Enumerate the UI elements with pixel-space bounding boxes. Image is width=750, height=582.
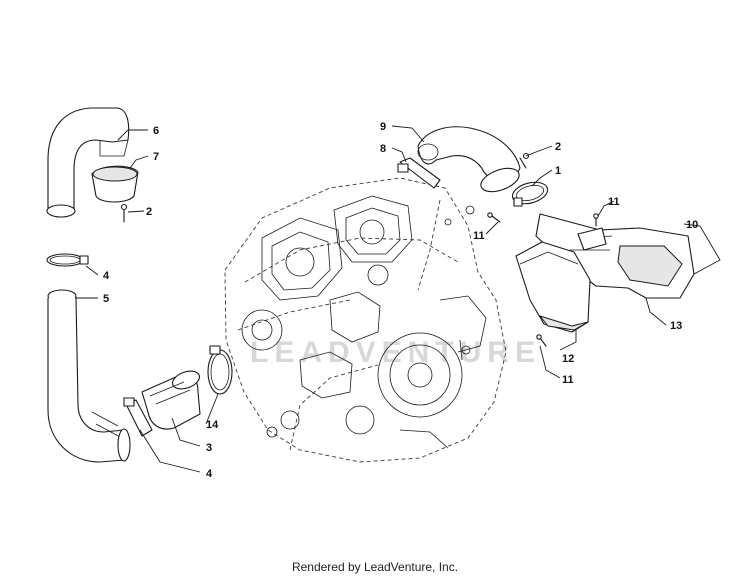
callout-8: 8 (380, 143, 386, 155)
part-1-clamp (511, 181, 549, 207)
render-credit: Rendered by LeadVenture, Inc. (291, 560, 459, 574)
callout-11-right: 11 (608, 196, 620, 208)
callout-6: 6 (153, 125, 159, 137)
callout-1: 1 (555, 165, 561, 177)
callout-2-left: 2 (146, 206, 152, 218)
part-5-lower-duct (47, 289, 131, 463)
part-14-clamp (207, 345, 233, 395)
callout-14: 14 (206, 419, 219, 431)
callout-13: 13 (670, 320, 682, 332)
part-10-bracket (577, 227, 607, 251)
callout-4-upper: 4 (103, 270, 110, 282)
engine-assembly (224, 177, 507, 463)
callout-3: 3 (206, 442, 212, 454)
part-6-upper-duct (46, 107, 130, 218)
callout-2-right: 2 (555, 141, 561, 153)
part-12-lower-duct (515, 241, 591, 333)
callout-9: 9 (380, 121, 386, 133)
callout-4-lower: 4 (206, 468, 213, 480)
part-11-screw-upper (487, 212, 501, 223)
part-9-elbow (417, 126, 521, 193)
part-2-screw-left (120, 203, 128, 223)
callout-12: 12 (562, 353, 574, 365)
callout-10: 10 (686, 219, 698, 231)
callout-7: 7 (153, 151, 159, 163)
part-11-screw-lower (536, 334, 547, 347)
callout-11-upper: 11 (473, 230, 485, 242)
part-11-screw-right (593, 213, 599, 227)
callout-11-lower: 11 (562, 374, 574, 386)
part-4-clamp-lower (123, 397, 153, 437)
callout-5: 5 (103, 293, 109, 305)
part-4-clamp-upper (46, 253, 89, 267)
part-3-boot (141, 370, 201, 430)
part-8-clamp (397, 157, 441, 189)
callouts: 6 7 2 4 5 14 3 4 9 8 2 1 11 11 10 13 12 … (103, 121, 698, 480)
part-7-filter (91, 165, 139, 203)
leader-lines (76, 125, 721, 473)
